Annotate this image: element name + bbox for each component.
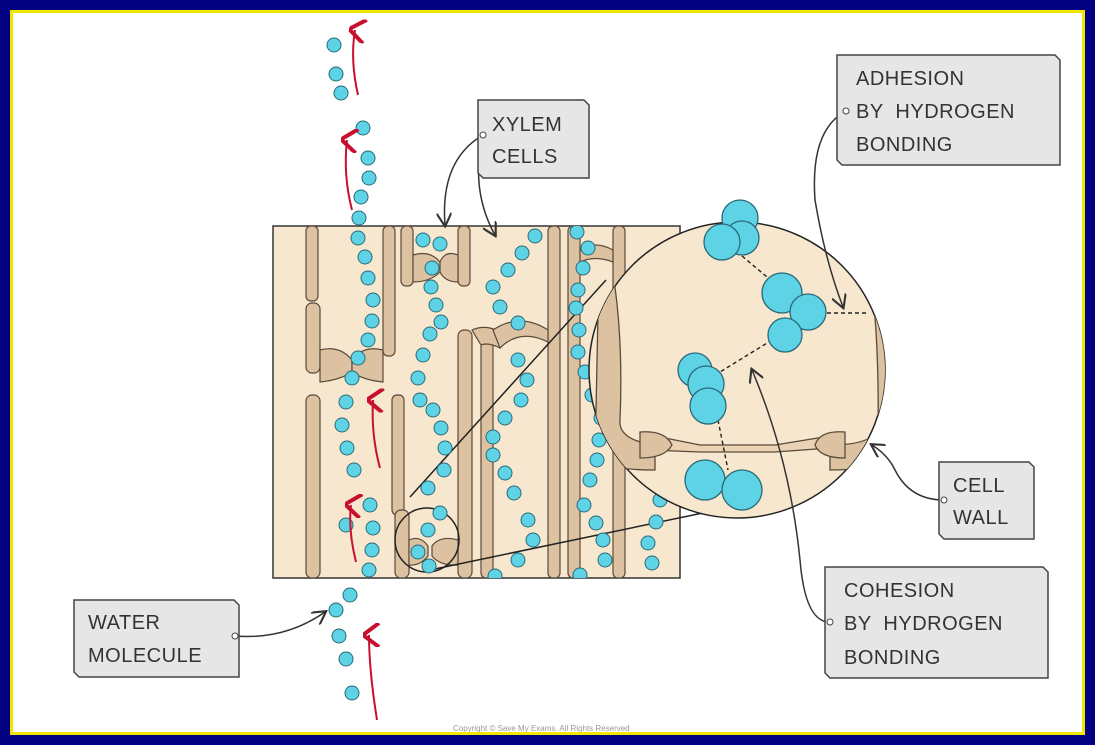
xylem-label-line1: XYLEM [492,114,562,136]
xylem-cohesion-diagram: XYLEM CELLS ADHESION BY HYDROGEN BONDING… [10,10,1085,735]
copyright-text: Copyright © Save My Exams. All Rights Re… [453,724,630,733]
adhesion-line1: ADHESION [856,68,964,90]
diagram-panel: XYLEM CELLS ADHESION BY HYDROGEN BONDING… [10,10,1085,735]
xylem-label-line2: CELLS [492,146,558,168]
label-water-molecule: WATER MOLECULE [74,600,239,677]
cohesion-line1: COHESION [844,580,955,602]
cell-wall-line2: WALL [953,507,1009,529]
label-xylem-cells: XYLEM CELLS [478,100,589,178]
adhesion-line3: BONDING [856,134,953,156]
label-cohesion: COHESION BY HYDROGEN BONDING [825,567,1048,678]
label-cell-wall: CELL WALL [939,462,1034,539]
label-adhesion: ADHESION BY HYDROGEN BONDING [837,55,1060,165]
cohesion-line3: BONDING [844,647,941,669]
water-line2: MOLECULE [88,645,202,667]
cell-wall-line1: CELL [953,475,1005,497]
cohesion-line2: BY HYDROGEN [844,613,1003,635]
water-line1: WATER [88,612,161,634]
adhesion-line2: BY HYDROGEN [856,101,1015,123]
